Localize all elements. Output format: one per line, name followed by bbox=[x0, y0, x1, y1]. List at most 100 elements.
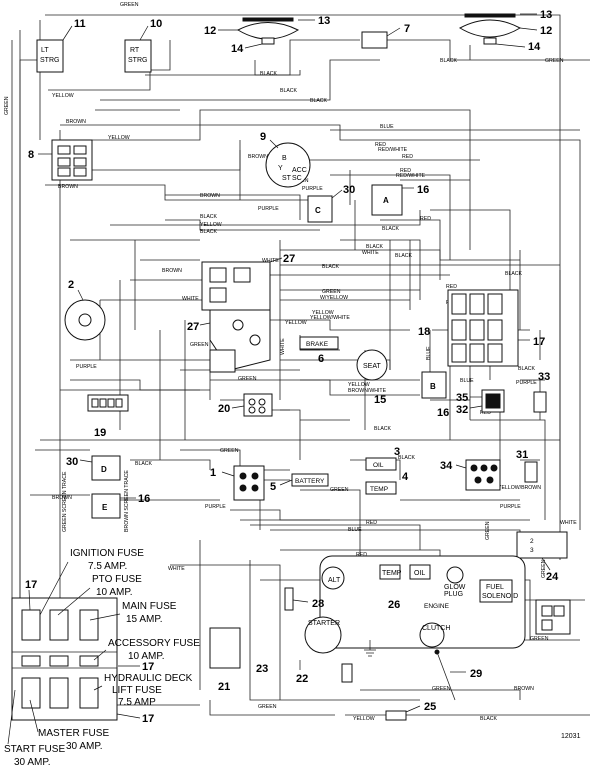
wire-label-green-11: GREEN bbox=[530, 636, 549, 642]
engine-block bbox=[319, 555, 526, 649]
callout-17-relay: 17 bbox=[533, 336, 545, 348]
wire-label-yellow-7: YELLOW bbox=[353, 716, 375, 722]
component-35-32: 35 32 bbox=[456, 389, 505, 416]
fuse-pto-name: PTO FUSE bbox=[92, 574, 142, 585]
battery-indicator-5: BATTERY 5 bbox=[270, 473, 329, 493]
wire-label-brown-5: BROWN bbox=[162, 268, 182, 274]
temp-label: TEMP bbox=[370, 486, 388, 493]
component-31: 31 bbox=[516, 449, 538, 483]
brake-switch-6: BRAKE 6 bbox=[299, 336, 339, 365]
cable-22: 22 bbox=[296, 660, 308, 685]
wire-label-white-2: WHITE bbox=[362, 250, 379, 256]
callout-27-top: 27 bbox=[283, 253, 295, 265]
wire-label-red-white-2: RED/WHITE bbox=[396, 173, 426, 179]
drawing-number: 12031 bbox=[561, 733, 581, 740]
reg-label-1: 2 bbox=[530, 538, 534, 545]
wire-label-green-screen: GREEN SCREEN TRACE bbox=[62, 471, 68, 532]
ignition-switch-body bbox=[265, 142, 311, 188]
fuse-hydraulic-name-1: HYDRAULIC DECK bbox=[104, 673, 193, 684]
wire-label-purple-2: PURPLE bbox=[258, 206, 279, 212]
callout-25: 25 bbox=[424, 701, 436, 713]
wire-29: 29 bbox=[434, 649, 482, 701]
temp-indicator-4: TEMP 4 bbox=[365, 471, 409, 495]
alternator bbox=[321, 566, 345, 590]
wire-label-red-5: RED bbox=[446, 284, 457, 290]
wire-label-black-8: BLACK bbox=[366, 244, 384, 250]
headlight-right: 13 12 14 bbox=[458, 9, 552, 53]
glow-plug bbox=[446, 566, 464, 584]
callout-19: 19 bbox=[94, 427, 106, 439]
connector-1-body bbox=[233, 465, 265, 501]
callout-33: 33 bbox=[538, 371, 550, 383]
component-28: 28 bbox=[284, 587, 324, 611]
relay-b-body bbox=[421, 371, 447, 399]
callout-27-left: 27 bbox=[187, 321, 199, 333]
starter-label: STARTER bbox=[308, 620, 340, 627]
wire-label-yellow-white: YELLOW/WHITE bbox=[310, 315, 350, 321]
wire-label-blue-4: BLUE bbox=[348, 527, 362, 533]
fuse-master-rating: 30 AMP. bbox=[66, 741, 103, 752]
wire-label-green-7: GREEN bbox=[220, 448, 239, 454]
callout-24: 24 bbox=[546, 571, 559, 583]
regulator-body bbox=[516, 531, 568, 559]
oil-label: OIL bbox=[373, 462, 384, 469]
wire-label-red-white: RED/WHITE bbox=[378, 147, 408, 153]
diode-block bbox=[341, 663, 353, 683]
wire-label-red-1: RED bbox=[375, 142, 386, 148]
callout-9: 9 bbox=[260, 131, 266, 143]
callout-11: 11 bbox=[74, 18, 86, 30]
wire-label-green-13: GREEN bbox=[258, 704, 277, 710]
wire-label-green-12: GREEN bbox=[432, 686, 451, 692]
lt-label: LT bbox=[41, 47, 49, 54]
wire-label-yellow-3: YELLOW bbox=[200, 222, 222, 228]
wire-label-green-top: GREEN bbox=[120, 2, 139, 8]
callout-15: 15 bbox=[374, 394, 386, 406]
callout-29: 29 bbox=[470, 668, 482, 680]
relay-b-label: B bbox=[430, 382, 436, 391]
relay-e-body bbox=[91, 493, 121, 519]
headlight-lens-left bbox=[242, 17, 294, 22]
plug-label: PLUG bbox=[444, 591, 463, 598]
seat-label: SEAT bbox=[363, 363, 381, 370]
headlight-left: 13 12 14 bbox=[204, 15, 330, 55]
callout-35: 35 bbox=[456, 392, 468, 404]
wire-label-black-6: BLACK bbox=[200, 229, 218, 235]
wire-label-black-7: BLACK bbox=[382, 226, 400, 232]
relay-bank-18-17: 18 17 bbox=[418, 289, 545, 367]
wire-label-yellow-5: YELLOW bbox=[285, 320, 307, 326]
fuse-master-name: MASTER FUSE bbox=[38, 728, 109, 739]
left-turn-light: LT STRG 11 bbox=[36, 18, 86, 73]
component-28-body bbox=[284, 587, 294, 611]
wire-label-w-yellow: W/YELLOW bbox=[320, 295, 348, 301]
fuse-start-rating: 30 AMP. bbox=[14, 757, 51, 768]
ign-y-label: Y bbox=[278, 165, 283, 172]
relay-c-body bbox=[307, 195, 333, 223]
reg-label-2: 3 bbox=[530, 547, 534, 554]
wire-label-red-8: RED bbox=[366, 520, 377, 526]
wire-label-green-10: GREEN bbox=[541, 559, 547, 578]
wire-label-red-7: RED bbox=[480, 410, 491, 416]
fuse-hydraulic-name-2: LIFT FUSE bbox=[112, 685, 162, 696]
wire-label-brown-2: BROWN bbox=[58, 184, 78, 190]
wire-label-black-5: BLACK bbox=[200, 214, 218, 220]
connector-1: 1 bbox=[210, 465, 265, 501]
right-turn-light: RT STRG 10 bbox=[124, 18, 162, 73]
callout-14-right: 14 bbox=[528, 41, 541, 53]
wire-label-brown-1: BROWN bbox=[66, 119, 86, 125]
connector-34-body bbox=[465, 459, 501, 491]
callout-5: 5 bbox=[270, 481, 276, 493]
switch-8: 8 bbox=[28, 139, 93, 181]
wire-label-black-14: BLACK bbox=[135, 461, 153, 467]
ground-symbol bbox=[364, 640, 376, 657]
callout-21: 21 bbox=[218, 681, 230, 693]
brake-switch-body bbox=[299, 336, 339, 350]
clutch-label: CLUTCH bbox=[422, 625, 450, 632]
callout-34: 34 bbox=[440, 460, 453, 472]
wire-label-black-9: BLACK bbox=[395, 253, 413, 259]
relay-a-label: A bbox=[383, 196, 389, 205]
wire-label-brown-7: BROWN bbox=[514, 686, 534, 692]
engine: ENGINE TEMP 26 OIL GLOW PLUG FUEL SOLENO… bbox=[304, 555, 526, 654]
fuel-label: FUEL bbox=[486, 584, 504, 591]
headlight-socket-left bbox=[261, 37, 275, 45]
